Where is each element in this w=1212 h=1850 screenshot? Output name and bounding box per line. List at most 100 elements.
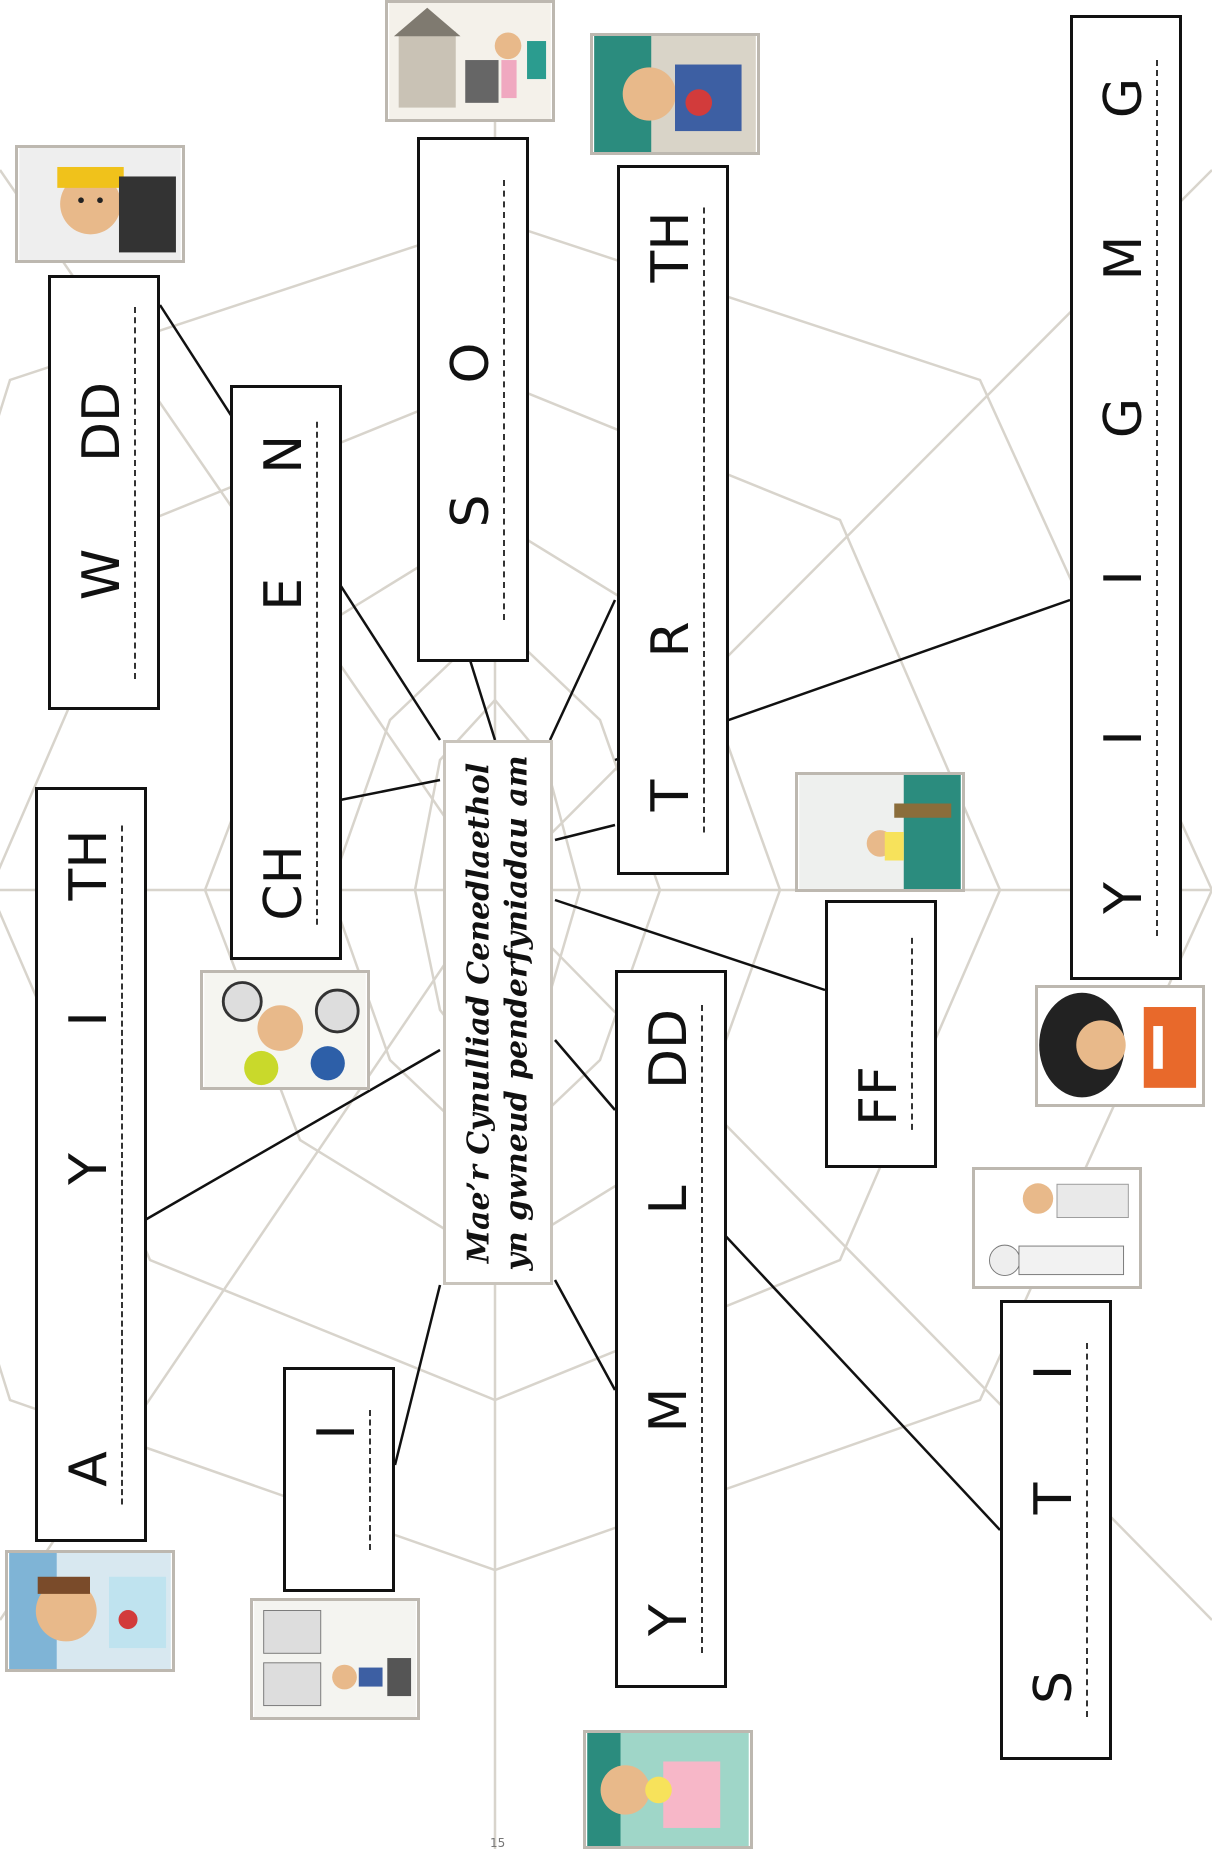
scene-picture	[590, 33, 760, 155]
word-box: S O	[417, 137, 529, 662]
scene-picture	[583, 1730, 753, 1849]
blank-letter-slot[interactable]	[445, 401, 505, 472]
blank-letter-slot[interactable]	[258, 700, 318, 767]
scene-picture	[250, 1598, 420, 1720]
word-box: A Y I TH	[35, 787, 147, 1542]
given-letter: E	[254, 560, 318, 627]
word-box: Y M L DD	[615, 970, 727, 1688]
given-letter: W	[72, 540, 136, 608]
blank-letter-slot[interactable]	[63, 1057, 123, 1129]
scene-picture	[795, 772, 965, 892]
blank-letter-slot[interactable]	[311, 1457, 371, 1502]
given-letter: Y	[1094, 859, 1158, 936]
letter-slots: S O	[441, 178, 505, 622]
given-letter: M	[1094, 219, 1158, 296]
given-letter: N	[254, 420, 318, 487]
blank-letter-slot[interactable]	[63, 1357, 123, 1429]
given-letter: R	[641, 602, 705, 677]
scene-picture	[5, 1550, 175, 1672]
blank-letter-slot[interactable]	[311, 1505, 371, 1550]
given-letter: I	[1094, 699, 1158, 776]
word-box: FF	[825, 900, 937, 1168]
given-letter: S	[1024, 1658, 1088, 1717]
given-letter: T	[1024, 1469, 1088, 1528]
scene-picture	[200, 970, 370, 1090]
blank-letter-slot[interactable]	[853, 1000, 913, 1059]
word-box: Y I I G M G	[1070, 15, 1182, 980]
center-line-2: yn gwneud penderfyniadau am	[499, 754, 534, 1271]
blank-letter-slot[interactable]	[643, 1237, 703, 1304]
blank-letter-slot[interactable]	[1098, 139, 1158, 216]
blank-letter-slot[interactable]	[853, 938, 913, 997]
blank-letter-slot[interactable]	[645, 680, 705, 755]
word-box: W DD	[48, 275, 160, 710]
blank-letter-slot[interactable]	[76, 469, 136, 537]
letter-slots: Y M L DD	[639, 1003, 703, 1655]
blank-letter-slot[interactable]	[258, 490, 318, 557]
given-letter: FF	[849, 1062, 913, 1130]
blank-letter-slot[interactable]	[645, 368, 705, 443]
blank-letter-slot[interactable]	[63, 1207, 123, 1279]
letter-slots: FF	[849, 936, 913, 1132]
blank-letter-slot[interactable]	[1028, 1595, 1088, 1654]
scene-picture	[385, 0, 555, 122]
given-letter: I	[307, 1409, 371, 1454]
given-letter: L	[639, 1167, 703, 1234]
blank-letter-slot[interactable]	[63, 907, 123, 979]
scene-picture	[1035, 985, 1205, 1107]
blank-letter-slot[interactable]	[63, 1282, 123, 1354]
blank-letter-slot[interactable]	[445, 179, 505, 250]
given-letter: DD	[639, 1004, 703, 1094]
letter-slots: I	[307, 1408, 371, 1552]
center-prompt-box: Mae’r Cynulliad Cenedlaethol yn gwneud p…	[443, 740, 553, 1285]
blank-letter-slot[interactable]	[643, 1307, 703, 1374]
center-line-1: Mae’r Cynulliad Cenedlaethol	[461, 762, 497, 1263]
blank-letter-slot[interactable]	[643, 1517, 703, 1584]
given-letter: CH	[254, 840, 318, 925]
word-box: CH E N	[230, 385, 342, 960]
letter-slots: T R TH	[641, 206, 705, 835]
letter-slots: W DD	[72, 304, 136, 680]
page-number: 15	[490, 1836, 506, 1850]
given-letter: Y	[59, 1132, 123, 1204]
given-letter: I	[1094, 539, 1158, 616]
blank-letter-slot[interactable]	[1098, 459, 1158, 536]
blank-letter-slot[interactable]	[445, 253, 505, 324]
given-letter: O	[441, 327, 505, 398]
given-letter: S	[441, 475, 505, 546]
blank-letter-slot[interactable]	[445, 549, 505, 620]
blank-letter-slot[interactable]	[76, 306, 136, 374]
blank-letter-slot[interactable]	[1028, 1532, 1088, 1591]
letter-slots: A Y I TH	[59, 823, 123, 1506]
blank-letter-slot[interactable]	[258, 630, 318, 697]
letter-slots: CH E N	[254, 419, 318, 926]
word-box: I	[283, 1367, 395, 1592]
blank-letter-slot[interactable]	[1098, 299, 1158, 376]
given-letter: M	[639, 1377, 703, 1444]
given-letter: TH	[641, 207, 705, 287]
word-box: S T I	[1000, 1300, 1112, 1760]
given-letter: T	[641, 758, 705, 833]
word-box: T R TH	[617, 165, 729, 875]
scene-picture	[972, 1167, 1142, 1289]
given-letter: TH	[59, 825, 123, 904]
blank-letter-slot[interactable]	[643, 1447, 703, 1514]
given-letter: Y	[639, 1587, 703, 1654]
blank-letter-slot[interactable]	[645, 290, 705, 365]
blank-letter-slot[interactable]	[258, 770, 318, 837]
blank-letter-slot[interactable]	[76, 611, 136, 679]
blank-letter-slot[interactable]	[1098, 619, 1158, 696]
letter-slots: Y I I G M G	[1094, 58, 1158, 938]
blank-letter-slot[interactable]	[643, 1097, 703, 1164]
blank-letter-slot[interactable]	[1028, 1406, 1088, 1465]
given-letter: I	[1024, 1343, 1088, 1402]
blank-letter-slot[interactable]	[645, 524, 705, 599]
blank-letter-slot[interactable]	[645, 446, 705, 521]
scene-picture	[15, 145, 185, 263]
given-letter: A	[59, 1432, 123, 1504]
given-letter: I	[59, 982, 123, 1054]
blank-letter-slot[interactable]	[1098, 779, 1158, 856]
letter-slots: S T I	[1024, 1341, 1088, 1719]
given-letter: G	[1094, 59, 1158, 136]
given-letter: DD	[72, 377, 136, 466]
